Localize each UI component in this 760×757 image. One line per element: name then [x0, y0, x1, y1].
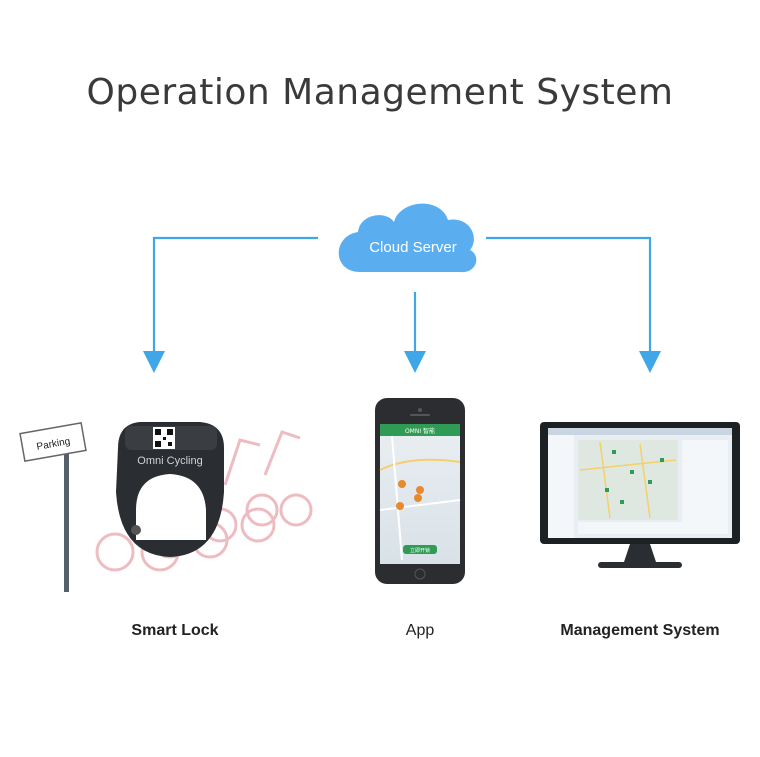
qr-code-icon — [153, 427, 175, 449]
monitor-icon — [540, 422, 740, 568]
app-header-label: OMNI 智能 — [405, 427, 435, 435]
cloud-label: Cloud Server — [369, 239, 457, 256]
arrow-to-management-system — [486, 236, 661, 373]
node-label-app: App — [405, 622, 435, 639]
arrow-to-smart-lock — [143, 236, 318, 373]
lock-brand-label: Omni Cycling — [137, 455, 202, 467]
smart-lock-icon: Parking Omni Cycling — [19, 421, 313, 592]
connector-lines — [143, 236, 661, 373]
unlock-button-label: 立即开锁 — [410, 547, 430, 554]
map-pin-icon — [396, 480, 424, 510]
parking-sign-icon: Parking — [19, 421, 87, 592]
smartphone-icon: OMNI 智能 立即开锁 — [375, 398, 465, 584]
page-title: Operation Management System — [86, 72, 674, 113]
node-label-management-system: Management System — [560, 622, 720, 639]
node-label-smart-lock: Smart Lock — [131, 622, 219, 639]
cloud-icon: Cloud Server — [338, 203, 477, 273]
